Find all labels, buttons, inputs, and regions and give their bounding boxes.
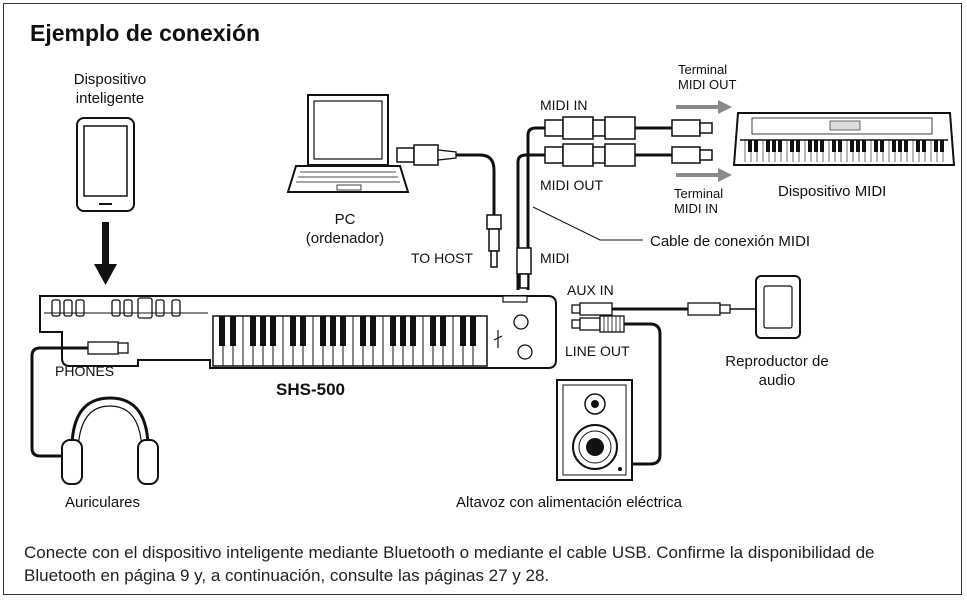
down-arrow-icon <box>94 222 117 285</box>
speaker-icon <box>556 379 633 481</box>
keytar-model-label: SHS-500 <box>276 380 345 399</box>
caption-text: Conecte con el dispositivo inteligente m… <box>24 543 875 585</box>
midi-in-port-label: MIDI IN <box>540 97 588 113</box>
smart-device-label: Dispositivo inteligente <box>73 71 147 107</box>
pc-label: PC (ordenador) <box>305 211 385 247</box>
midi-device-label: Dispositivo MIDI <box>778 183 887 200</box>
audio-player-label: Reproductor de audio <box>725 353 829 389</box>
powered-speaker-label: Altavoz con alimentación eléctrica <box>456 494 682 511</box>
audio-player-icon <box>755 275 801 339</box>
headphones-label: Auriculares <box>65 494 141 511</box>
midi-in-terminal-label: Terminal MIDI IN <box>674 186 724 216</box>
midi-cables <box>516 116 713 290</box>
signal-arrow-icons <box>676 100 732 182</box>
phones-label: PHONES <box>55 363 115 379</box>
headphones-icon <box>30 341 159 485</box>
usb-cable <box>396 144 502 268</box>
to-host-label: TO HOST <box>411 250 473 266</box>
midi-out-port-label: MIDI OUT <box>540 177 603 193</box>
aux-in-label: AUX IN <box>567 282 614 298</box>
midi-label: MIDI <box>540 250 570 266</box>
line-out-label: LINE OUT <box>565 343 630 359</box>
midi-keyboard-icon <box>732 112 956 166</box>
keytar-icon <box>39 295 557 369</box>
tablet-icon <box>76 117 135 212</box>
figure-title: Ejemplo de conexión <box>30 20 261 46</box>
midi-out-terminal-label: Terminal MIDI OUT <box>678 62 737 92</box>
laptop-icon <box>286 94 410 193</box>
audio-cables <box>571 302 756 466</box>
midi-cable-label: Cable de conexión MIDI <box>650 233 811 250</box>
